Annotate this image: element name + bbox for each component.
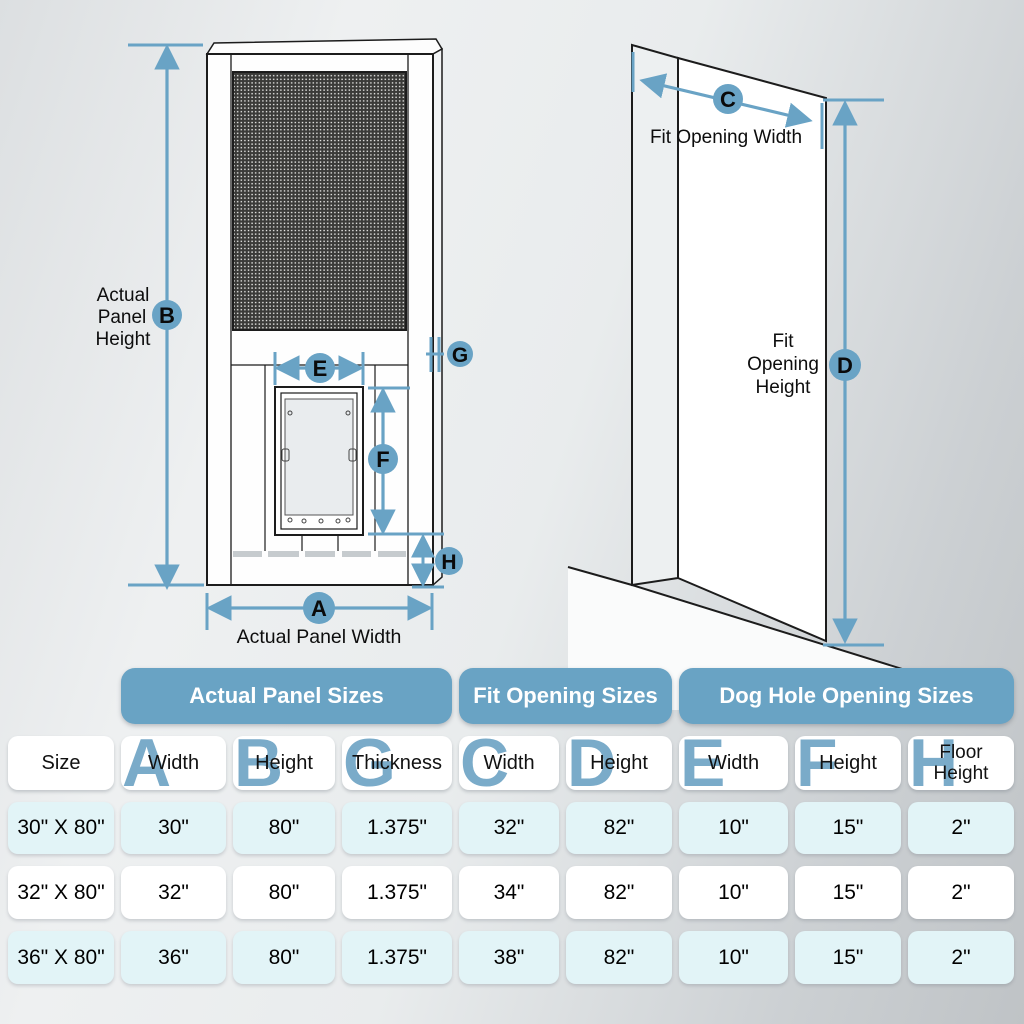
marker-g-circle — [447, 341, 473, 367]
group-header-dog-hole-opening-sizes: Dog Hole Opening Sizes — [679, 668, 1014, 724]
table-cell: 1.375" — [342, 802, 452, 854]
table-cell: 32" — [459, 802, 559, 854]
table-cell: 10" — [679, 931, 788, 984]
panel-diagram: B A E F H G Actual Panel Height Actual P… — [96, 38, 473, 648]
marker-g: G — [452, 344, 468, 367]
fit-opening-height-label-1: Fit — [772, 331, 794, 352]
table-cell: 36" X 80" — [8, 931, 114, 984]
table-cell: 38" — [459, 931, 559, 984]
panel-stile-lines — [230, 54, 409, 585]
col-header-label: Height — [819, 751, 877, 774]
weather-strip — [233, 551, 406, 557]
panel-dimension-markers: B A E F H G — [152, 300, 473, 624]
group-header-fit-opening-sizes: Fit Opening Sizes — [459, 668, 672, 724]
table-cell: 32" — [121, 866, 226, 919]
diagrams-canvas: B A E F H G Actual Panel Height Actual P… — [95, 38, 1003, 710]
marker-b: B — [159, 303, 175, 328]
opening-labels: Fit Opening Width Fit Opening Height — [650, 127, 819, 398]
col-header-label: Width — [483, 751, 535, 774]
table-cell: 80" — [233, 931, 335, 984]
door-opening-diagram: C D Fit Opening Width Fit Opening Height — [567, 43, 1003, 710]
marker-c-circle — [713, 84, 743, 114]
opening-dimension-markers: C D — [713, 84, 861, 381]
table-cell: 10" — [679, 866, 788, 919]
door-jamb — [631, 43, 679, 587]
col-header-label: Floor Height — [933, 741, 989, 784]
marker-e-circle — [305, 353, 335, 383]
panel-height-label-1: Actual — [97, 285, 150, 306]
col-header-label: Thickness — [351, 751, 443, 774]
marker-e: E — [313, 356, 328, 381]
fit-opening-width-label: Fit Opening Width — [650, 127, 802, 148]
col-header-label: Height — [590, 751, 648, 774]
table-cell: 34" — [459, 866, 559, 919]
marker-h-circle — [435, 547, 463, 575]
table-cell: 1.375" — [342, 866, 452, 919]
table-cell: 15" — [795, 802, 901, 854]
panel-top-face — [205, 38, 444, 55]
table-cell: 15" — [795, 931, 901, 984]
table-cell: 15" — [795, 866, 901, 919]
table-cell: 30" X 80" — [8, 802, 114, 854]
table-cell: 2" — [908, 802, 1014, 854]
fit-opening-height-label-2: Opening — [747, 354, 819, 375]
panel-height-label-3: Height — [96, 329, 152, 350]
table-cell: 80" — [233, 802, 335, 854]
table-cell: 80" — [233, 866, 335, 919]
table-cell: 1.375" — [342, 931, 452, 984]
col-header-size: Size — [8, 736, 114, 790]
dog-door-screws — [281, 410, 357, 524]
table-cell: 82" — [566, 802, 672, 854]
table-cell: 36" — [121, 931, 226, 984]
panel-labels: Actual Panel Height Actual Panel Width — [96, 285, 402, 648]
col-header-label: Width — [707, 751, 760, 774]
panel-width-label: Actual Panel Width — [237, 626, 402, 648]
col-header-label: Height — [255, 751, 313, 774]
group-header-actual-panel-sizes: Actual Panel Sizes — [121, 668, 452, 724]
table-cell: 2" — [908, 931, 1014, 984]
col-header-label: Size — [41, 751, 81, 774]
mesh-screen — [232, 71, 407, 331]
marker-c: C — [720, 87, 736, 112]
marker-f-circle — [368, 444, 398, 474]
col-header-label: Width — [147, 751, 200, 774]
marker-h: H — [441, 551, 456, 574]
panel-height-label-2: Panel — [98, 307, 147, 328]
fit-opening-height-label-3: Height — [756, 377, 812, 398]
panel-side-face — [432, 47, 443, 587]
dog-door-flap — [284, 398, 354, 516]
marker-d: D — [837, 353, 853, 378]
table-cell: 2" — [908, 866, 1014, 919]
table-cell: 82" — [566, 866, 672, 919]
table-cell: 10" — [679, 802, 788, 854]
floor-lines — [567, 566, 1003, 701]
marker-d-circle — [829, 349, 861, 381]
size-table: Actual Panel Sizes Fit Opening Sizes Dog… — [8, 668, 1014, 984]
table-cell: 32" X 80" — [8, 866, 114, 919]
marker-b-circle — [152, 300, 182, 330]
marker-a-circle — [303, 592, 335, 624]
table-cell: 82" — [566, 931, 672, 984]
marker-a: A — [311, 596, 327, 621]
marker-f: F — [376, 447, 389, 472]
table-cell: 30" — [121, 802, 226, 854]
